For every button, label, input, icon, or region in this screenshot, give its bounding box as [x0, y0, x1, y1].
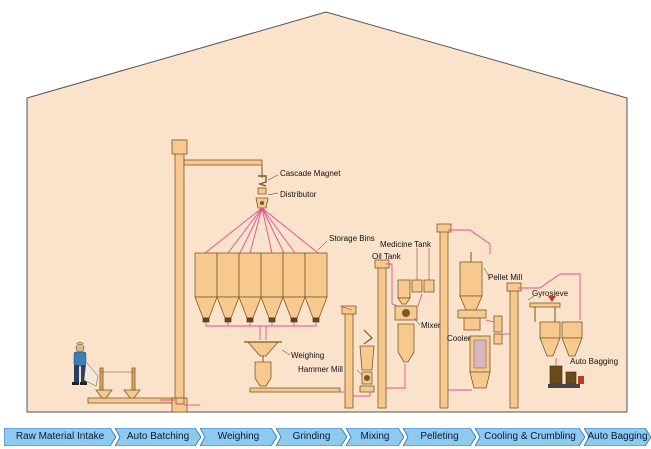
- step-1: Raw Material Intake: [4, 428, 116, 446]
- label-weighing: Weighing: [291, 351, 324, 360]
- label-distributor: Distributor: [280, 190, 317, 199]
- step-arrow-shape: [276, 428, 347, 446]
- process-step-bar: Raw Material Intake Auto Batching Weighing…: [4, 428, 651, 446]
- weighing-hopper: [244, 341, 282, 387]
- step-3: Weighing: [200, 428, 277, 446]
- building-outline: [26, 11, 628, 413]
- finished-product-bins: [539, 321, 583, 357]
- label-oil-tank: Oil Tank: [372, 252, 402, 261]
- step-label: Pelleting: [420, 431, 459, 442]
- step-8: Auto Bagging: [584, 428, 651, 446]
- label-storage-bins: Storage Bins: [329, 234, 375, 243]
- step-arrow-shape: [115, 428, 201, 446]
- step-label: Auto Bagging: [587, 431, 648, 442]
- storage-bins: [194, 252, 328, 323]
- intake-area: [87, 367, 177, 404]
- label-auto-bagging: Auto Bagging: [570, 357, 618, 366]
- label-mixer: Mixer: [421, 321, 441, 330]
- bin-outlet-pipes: [205, 322, 317, 340]
- label-cooler: Cooler: [447, 334, 471, 343]
- step-arrow-shape: [4, 428, 116, 446]
- step-label: Cooling & Crumbling: [484, 431, 576, 442]
- leader-lines: [267, 174, 535, 376]
- distributor: [255, 187, 269, 209]
- step-2: Auto Batching: [115, 428, 201, 446]
- step-5: Mixing: [346, 428, 404, 446]
- cooler: [469, 335, 491, 389]
- label-hammer-mill: Hammer Mill: [298, 365, 343, 374]
- step-label: Weighing: [217, 431, 260, 442]
- label-cascade-magnet: Cascade Magnet: [280, 169, 341, 178]
- step-label: Auto Batching: [126, 431, 190, 442]
- gyrosieve: [529, 296, 561, 322]
- step-arrow-shape: [584, 428, 651, 446]
- auto-bagging-machine: [548, 365, 584, 388]
- step-label: Mixing: [360, 431, 390, 442]
- step-arrow-shape: [475, 428, 585, 446]
- worker-icon: [72, 341, 99, 387]
- label-pellet-mill: Pellet Mill: [488, 273, 522, 282]
- step-4: Grinding: [276, 428, 347, 446]
- hammer-mill: [359, 329, 375, 393]
- oil-tank: [397, 279, 411, 305]
- step-arrow-shape: [346, 428, 404, 446]
- pellet-elevator: [436, 223, 452, 409]
- crumbler: [493, 315, 503, 345]
- cascade-magnet: [257, 175, 267, 187]
- bagging-elevator: [506, 282, 522, 409]
- step-label: Grinding: [292, 431, 331, 442]
- step-label: Raw Material Intake: [15, 431, 105, 442]
- step-7: Cooling & Crumbling: [475, 428, 585, 446]
- mixer: [394, 305, 418, 363]
- feed-mill-diagram: Cascade Magnet Distributor Storage Bins …: [26, 11, 628, 413]
- label-medicine-tank: Medicine Tank: [380, 240, 432, 249]
- pellet-mill: [457, 252, 487, 331]
- label-gyrosieve: Gyrosieve: [532, 289, 569, 298]
- step-6: Pelleting: [403, 428, 476, 446]
- hammer-mill-elevator: [341, 305, 357, 409]
- step-arrow-shape: [403, 428, 476, 446]
- medicine-tank: [411, 248, 435, 293]
- distribution-pipes: [204, 207, 319, 254]
- step-arrow-shape: [200, 428, 277, 446]
